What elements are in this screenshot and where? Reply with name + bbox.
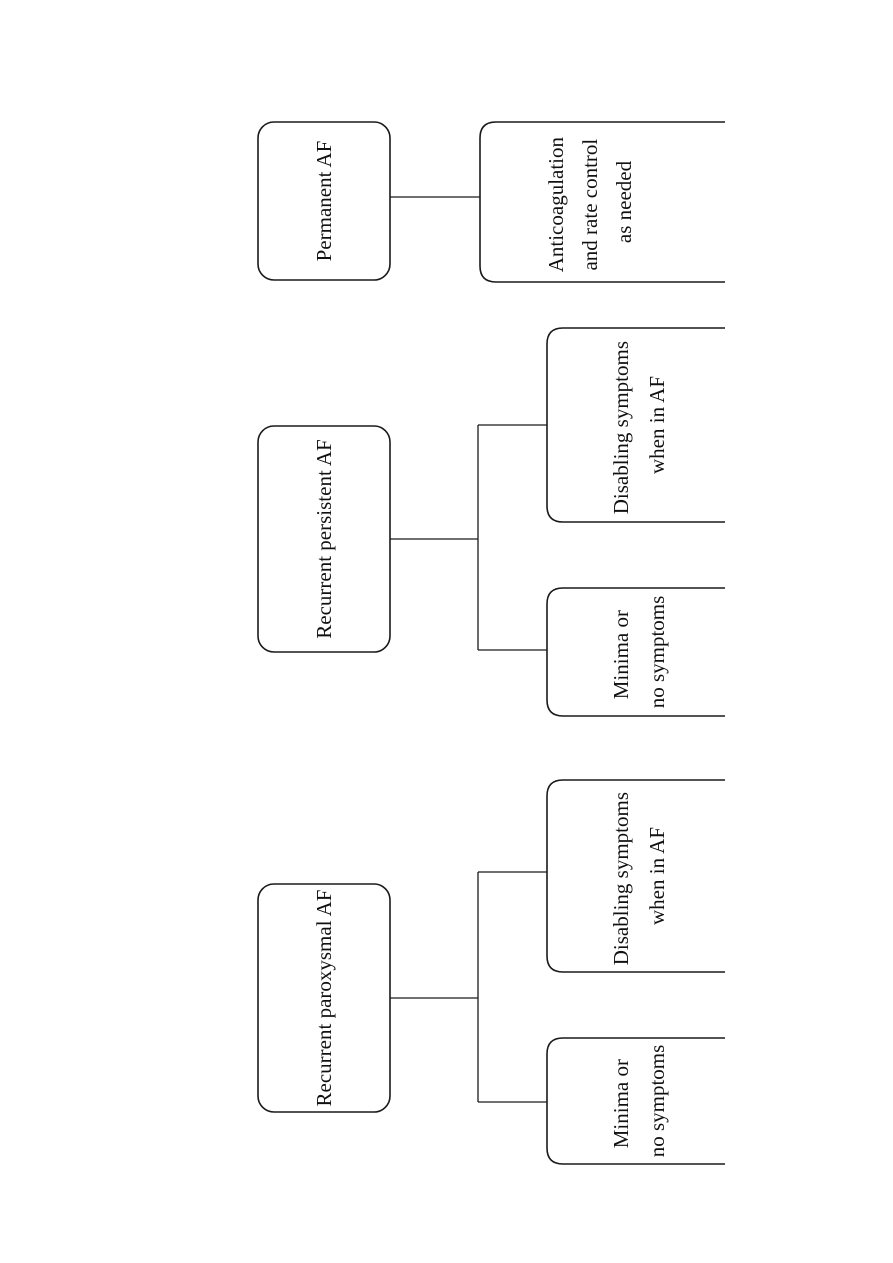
paroxysmal-minimal-symptoms-label: Minima or no symptoms [609, 1045, 669, 1158]
paroxysmal-disabling-symptoms-box [546, 779, 725, 973]
paroxysmal-af-group: Recurrent paroxysmal AF Minima or no sym… [257, 779, 725, 1165]
paroxysmal-af-label: Recurrent paroxysmal AF [312, 890, 336, 1107]
persistent-af-group: Recurrent persistent AF Minima or no sym… [257, 327, 725, 717]
paroxysmal-minimal-symptoms-box [546, 1037, 725, 1165]
permanent-af-label: Permanent AF [312, 141, 336, 262]
persistent-af-label: Recurrent persistent AF [312, 439, 336, 638]
persistent-minimal-symptoms-label: Minima or no symptoms [609, 596, 669, 709]
anticoagulation-box [479, 121, 725, 283]
permanent-af-box [257, 121, 391, 281]
permanent-af-group: Permanent AF Anticoagulation and rate co… [257, 121, 725, 283]
persistent-minimal-symptoms-box [546, 587, 725, 717]
persistent-af-connector [390, 424, 547, 651]
anticoagulation-label: Anticoagulation and rate control as need… [544, 132, 636, 273]
persistent-disabling-symptoms-box [546, 327, 725, 523]
paroxysmal-af-connector [390, 871, 547, 1103]
persistent-disabling-symptoms-label: Disabling symptoms when in AF [609, 336, 669, 515]
paroxysmal-disabling-symptoms-label: Disabling symptoms when in AF [609, 787, 669, 966]
